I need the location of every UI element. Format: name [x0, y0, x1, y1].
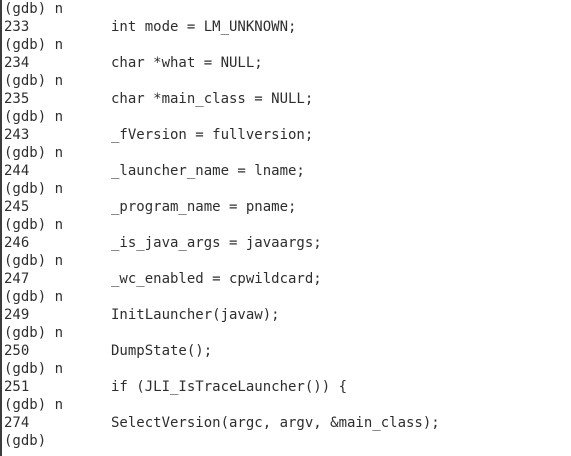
- source-code-text: _is_java_args = javaargs;: [111, 235, 322, 251]
- source-line-number: 249: [4, 307, 30, 323]
- gdb-prompt-line: (gdb) n: [4, 288, 440, 306]
- gdb-prompt-text: (gdb) n: [4, 1, 64, 17]
- source-line: 246 _is_java_args = javaargs;: [4, 234, 440, 252]
- source-line-number: 247: [4, 271, 30, 287]
- source-line-number: 246: [4, 235, 30, 251]
- source-code-text: _wc_enabled = cpwildcard;: [111, 271, 322, 287]
- gdb-prompt-line: (gdb) n: [4, 72, 440, 90]
- gdb-prompt-line: (gdb): [4, 432, 440, 450]
- source-line-number: 234: [4, 55, 30, 71]
- gdb-prompt-line: (gdb) n: [4, 144, 440, 162]
- gdb-prompt-line: (gdb) n: [4, 108, 440, 126]
- gdb-prompt-text: (gdb) n: [4, 253, 64, 269]
- source-line: 243 _fVersion = fullversion;: [4, 126, 440, 144]
- source-line-number: 244: [4, 163, 30, 179]
- gdb-prompt-text: (gdb) n: [4, 109, 64, 125]
- gdb-prompt-text: (gdb) n: [4, 181, 64, 197]
- gdb-prompt-text: (gdb) n: [4, 325, 64, 341]
- source-line-number: 233: [4, 19, 30, 35]
- source-code-text: char *main_class = NULL;: [111, 91, 314, 107]
- gdb-prompt-line: (gdb) n: [4, 360, 440, 378]
- source-line: 249 InitLauncher(javaw);: [4, 306, 440, 324]
- gdb-prompt-line: (gdb) n: [4, 396, 440, 414]
- gdb-prompt-line: (gdb) n: [4, 216, 440, 234]
- source-code-text: SelectVersion(argc, argv, &main_class);: [111, 415, 440, 431]
- gdb-prompt-text: (gdb): [4, 433, 47, 449]
- source-code-text: DumpState();: [111, 343, 213, 359]
- source-line-number: 250: [4, 343, 30, 359]
- source-line: 234 char *what = NULL;: [4, 54, 440, 72]
- window-left-border: [0, 0, 2, 456]
- source-line: 244 _launcher_name = lname;: [4, 162, 440, 180]
- gdb-prompt-line: (gdb) n: [4, 180, 440, 198]
- source-line: 250 DumpState();: [4, 342, 440, 360]
- source-code-text: _fVersion = fullversion;: [111, 127, 314, 143]
- source-line-number: 235: [4, 91, 30, 107]
- source-code-text: char *what = NULL;: [111, 55, 263, 71]
- gdb-prompt-text: (gdb) n: [4, 361, 64, 377]
- source-line: 235 char *main_class = NULL;: [4, 90, 440, 108]
- source-line-number: 245: [4, 199, 30, 215]
- source-code-text: if (JLI_IsTraceLauncher()) {: [111, 379, 348, 395]
- source-line: 274 SelectVersion(argc, argv, &main_class…: [4, 414, 440, 432]
- source-code-text: _launcher_name = lname;: [111, 163, 305, 179]
- gdb-prompt-line: (gdb) n: [4, 252, 440, 270]
- source-line-number: 251: [4, 379, 30, 395]
- gdb-prompt-text: (gdb) n: [4, 145, 64, 161]
- source-line: 245 _program_name = pname;: [4, 198, 440, 216]
- source-code-text: InitLauncher(javaw);: [111, 307, 280, 323]
- source-line: 251 if (JLI_IsTraceLauncher()) {: [4, 378, 440, 396]
- source-line-number: 243: [4, 127, 30, 143]
- source-line: 233 int mode = LM_UNKNOWN;: [4, 18, 440, 36]
- gdb-prompt-text: (gdb) n: [4, 73, 64, 89]
- source-line-number: 274: [4, 415, 30, 431]
- gdb-prompt-line: (gdb) n: [4, 0, 440, 18]
- source-code-text: _program_name = pname;: [111, 199, 297, 215]
- source-line: 247 _wc_enabled = cpwildcard;: [4, 270, 440, 288]
- gdb-prompt-line: (gdb) n: [4, 324, 440, 342]
- gdb-prompt-line: (gdb) n: [4, 36, 440, 54]
- gdb-prompt-text: (gdb) n: [4, 37, 64, 53]
- source-code-text: int mode = LM_UNKNOWN;: [111, 19, 297, 35]
- gdb-prompt-text: (gdb) n: [4, 397, 64, 413]
- gdb-prompt-text: (gdb) n: [4, 289, 64, 305]
- gdb-prompt-text: (gdb) n: [4, 217, 64, 233]
